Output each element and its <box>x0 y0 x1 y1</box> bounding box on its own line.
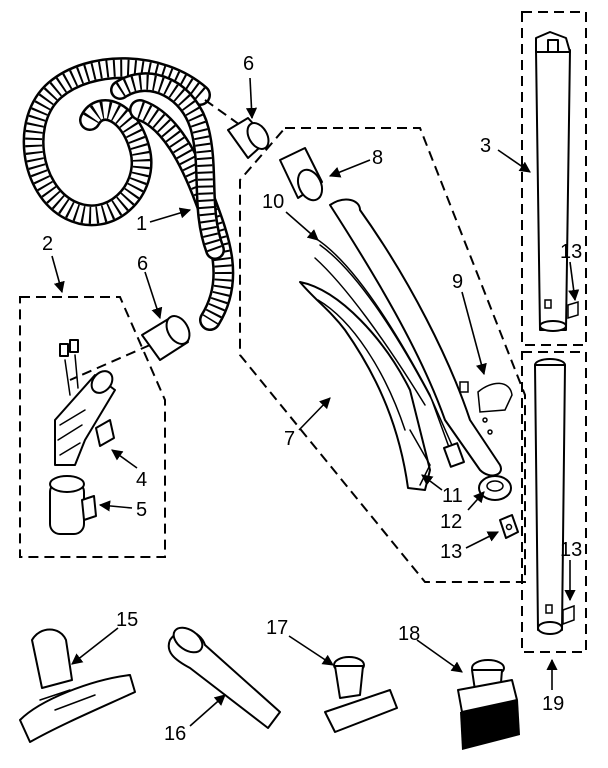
clip-part-4 <box>95 419 115 447</box>
cuff-part-5 <box>49 475 97 535</box>
callout-6-lower: 6 <box>137 253 148 275</box>
callout-13-lower-wand: 13 <box>560 539 582 561</box>
callout-19: 19 <box>542 693 564 715</box>
centerline <box>204 99 241 126</box>
handle-upper-part-9 <box>329 198 513 477</box>
leader-lines <box>51 77 580 727</box>
group-box-part-2 <box>19 296 166 558</box>
swivel-part-8 <box>279 147 324 202</box>
callout-13-upper-wand: 13 <box>560 241 582 263</box>
callout-9: 9 <box>452 271 463 293</box>
callout-4: 4 <box>136 469 147 491</box>
coupling-part-6-upper <box>227 117 270 159</box>
latch-part-12 <box>478 475 512 501</box>
coupling-part-6-lower <box>141 315 191 361</box>
callout-10: 10 <box>262 191 284 213</box>
screw-part-13 <box>499 514 519 539</box>
callout-13-handle: 13 <box>440 541 462 563</box>
group-box-part-19 <box>521 351 587 653</box>
callout-5: 5 <box>136 499 147 521</box>
hose-part-1 <box>22 57 235 331</box>
callout-16: 16 <box>164 723 186 745</box>
callout-3: 3 <box>480 135 491 157</box>
callout-1: 1 <box>136 213 147 235</box>
group-box-part-7 <box>239 127 526 583</box>
dusting-brush-part-18 <box>457 659 520 750</box>
callout-7: 7 <box>284 428 295 450</box>
callout-12: 12 <box>440 511 462 533</box>
crevice-tool-part-16 <box>167 626 281 729</box>
callout-8: 8 <box>372 147 383 169</box>
wand-upper-part-3 <box>535 31 579 332</box>
callout-15: 15 <box>116 609 138 631</box>
callout-2: 2 <box>42 233 53 255</box>
upholstery-tool-part-17 <box>324 656 398 733</box>
callout-17: 17 <box>266 617 288 639</box>
wiring-part-10 <box>314 237 465 468</box>
callout-11: 11 <box>442 485 463 507</box>
callout-6-upper: 6 <box>243 53 254 75</box>
wand-lower-part-19 <box>534 358 575 635</box>
callout-18: 18 <box>398 623 420 645</box>
hose-end-part-2 <box>54 339 116 466</box>
floor-tool-part-15 <box>19 628 136 743</box>
centerline <box>69 344 151 381</box>
